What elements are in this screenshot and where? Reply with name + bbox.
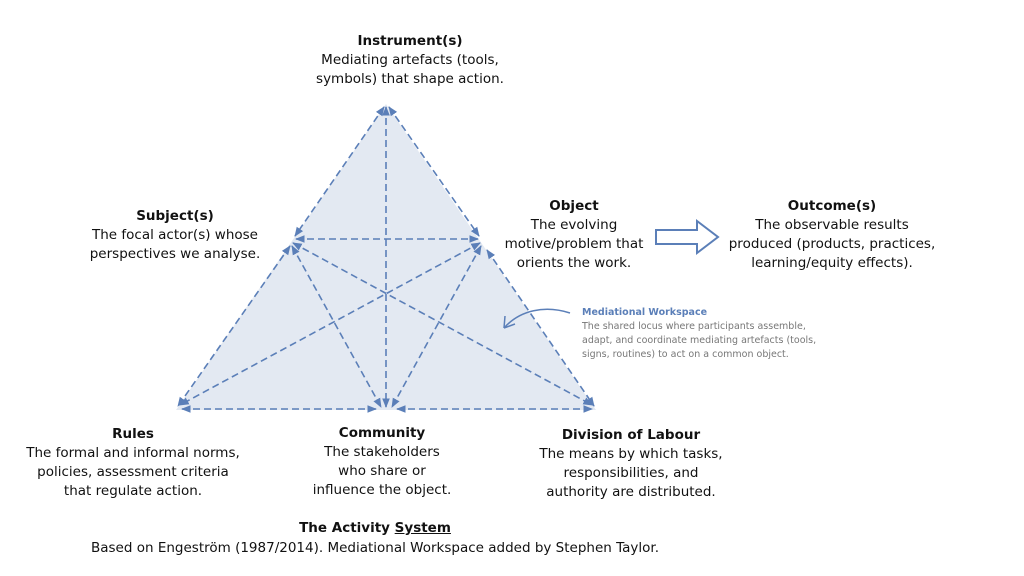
node-desc: perspectives we analyse. — [89, 246, 261, 262]
note-line: signs, routines) to act on a common obje… — [582, 349, 789, 360]
node-desc: motive/problem that — [504, 236, 644, 252]
node-instrument: Instrument(s) Mediating artefacts (tools… — [316, 32, 504, 89]
node-desc: The stakeholders — [324, 444, 440, 460]
link-instrument-subject — [294, 106, 385, 237]
diagram-subtitle: Based on Engeström (1987/2014). Mediatio… — [90, 540, 660, 556]
note-line: The shared locus where participants asse… — [582, 321, 806, 332]
node-division-of-labour: Division of Labour The means by which ta… — [539, 426, 722, 502]
node-desc: influence the object. — [312, 482, 452, 498]
node-subject: Subject(s) The focal actor(s) whose pers… — [90, 207, 261, 264]
note-title: Mediational Workspace — [582, 307, 708, 318]
node-rules: Rules The formal and informal norms, pol… — [26, 425, 240, 501]
node-desc: Mediating artefacts (tools, — [321, 52, 499, 68]
node-community: Community The stakeholders who share or … — [313, 424, 452, 500]
node-desc: authority are distributed. — [546, 484, 716, 500]
title-underlined: System — [394, 520, 451, 536]
node-title: Outcome(s) — [787, 198, 877, 214]
node-desc: responsibilities, and — [563, 465, 699, 481]
node-desc: symbols) that shape action. — [316, 71, 504, 87]
node-desc: that regulate action. — [63, 483, 203, 499]
node-desc: policies, assessment criteria — [37, 464, 229, 480]
node-title: Instrument(s) — [357, 33, 463, 49]
node-desc: The observable results — [755, 217, 909, 233]
node-outcome: Outcome(s) The observable results produc… — [729, 197, 936, 273]
node-title: Division of Labour — [561, 427, 701, 443]
node-desc: who share or — [338, 463, 426, 479]
mediational-workspace-note: Mediational Workspace The shared locus w… — [582, 306, 816, 362]
outcome-arrow-icon — [655, 218, 720, 256]
node-desc: produced (products, practices, — [728, 236, 936, 252]
node-desc: orients the work. — [516, 255, 632, 271]
node-object: Object The evolving motive/problem that … — [505, 197, 644, 273]
title-prefix: The Activity — [299, 520, 395, 536]
node-desc: learning/equity effects). — [751, 255, 913, 271]
note-line: adapt, and coordinate mediating artefact… — [582, 335, 817, 346]
diagram-title: The Activity System — [0, 518, 750, 538]
node-desc: The evolving — [530, 217, 618, 233]
node-desc: The formal and informal norms, — [26, 445, 240, 461]
node-desc: The means by which tasks, — [539, 446, 723, 462]
workspace-pointer-arrow-icon — [503, 308, 571, 329]
link-object-rules — [179, 242, 481, 406]
node-title: Community — [338, 425, 426, 441]
node-title: Subject(s) — [136, 208, 214, 224]
link-instrument-object — [388, 106, 480, 237]
node-title: Object — [549, 198, 599, 214]
node-desc: The focal actor(s) whose — [91, 227, 258, 243]
node-title: Rules — [112, 426, 154, 442]
